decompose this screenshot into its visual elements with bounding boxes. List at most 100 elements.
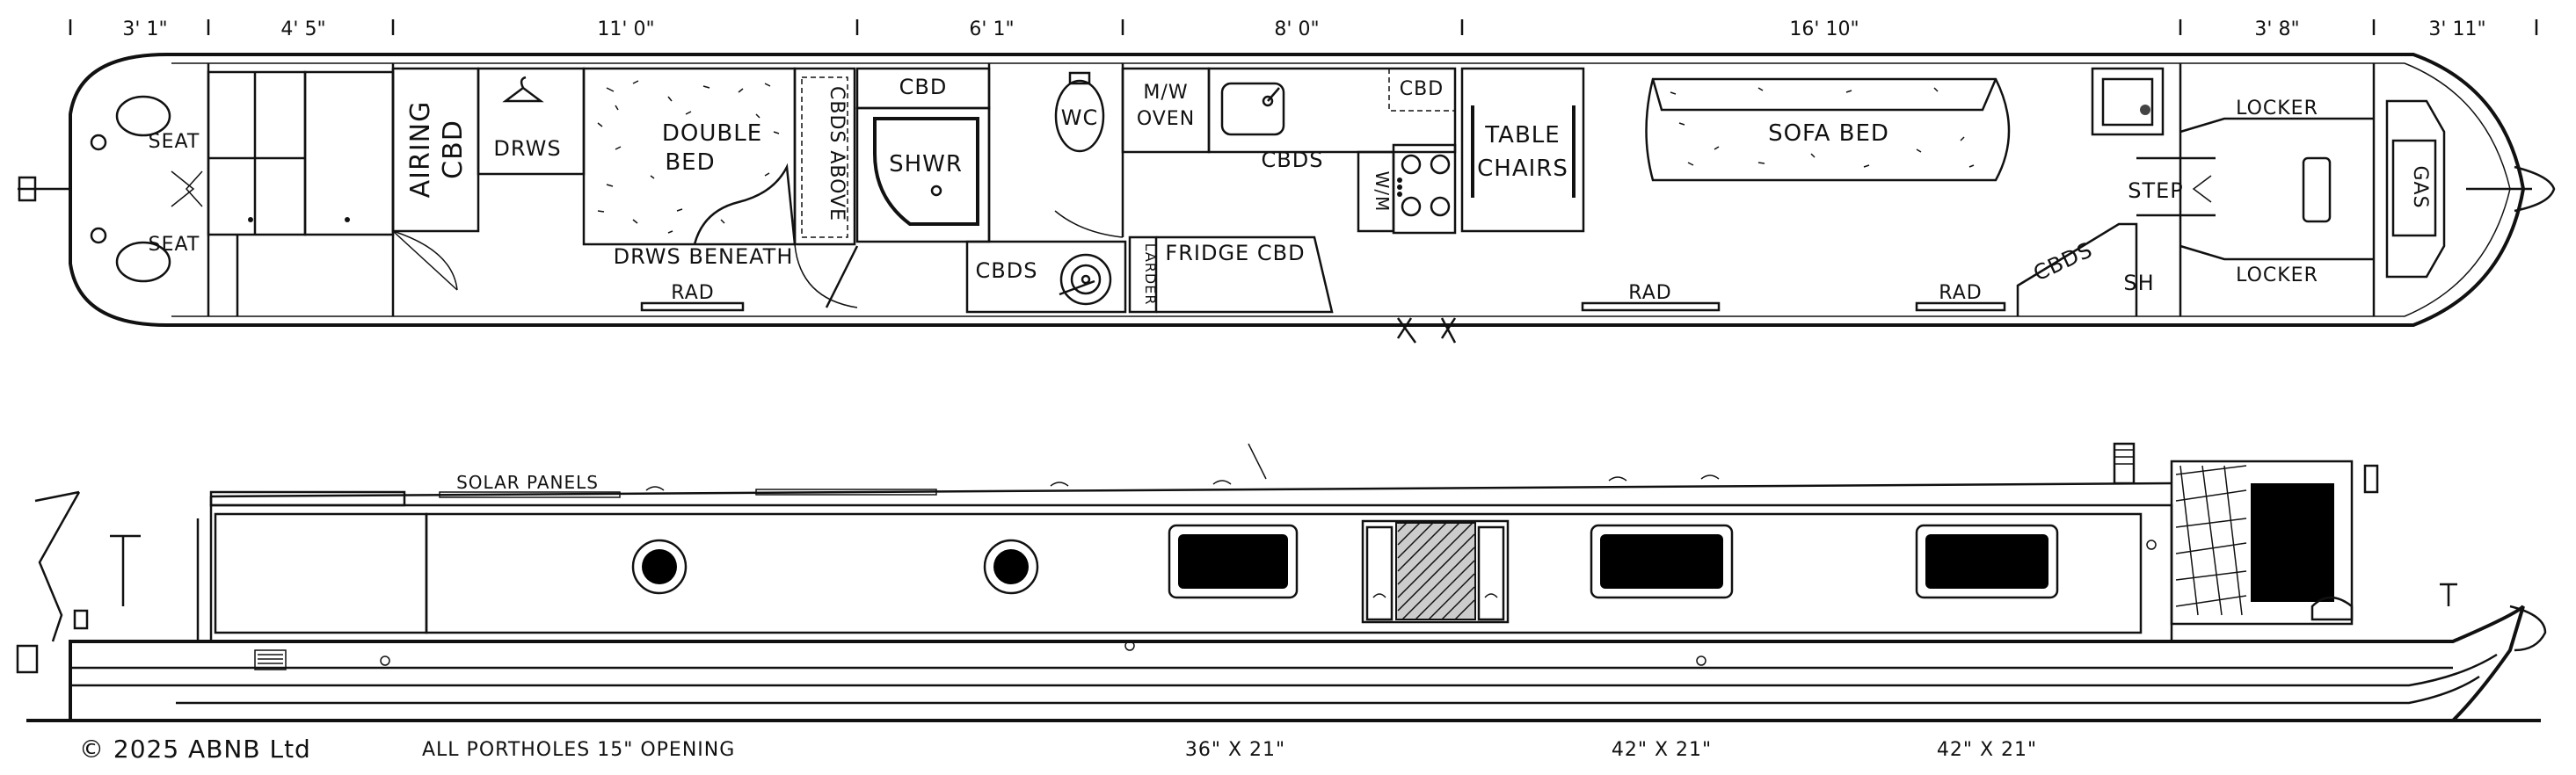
chairs-label: CHAIRS [1477,156,1568,182]
dimension-ticks [69,19,2538,35]
wm-label: W/M [1372,171,1393,213]
side-elevation: SOLAR PANELS [16,442,2547,722]
antenna [1248,443,1267,480]
porthole-2 [983,539,1039,595]
stern-mark-bottom [90,227,107,244]
cbds-lower-label: CBDS [976,258,1038,283]
plan-view: SEAT SEAT AIRING CBD DRWS DOUBLE BED [18,53,2556,344]
seat-top-cushion [115,95,171,137]
cbds-front-label: CBDS [2030,237,2097,286]
fridge-cbd [1156,235,1334,314]
sofa-bed-label: SOFA BED [1768,120,1889,147]
step-label: STEP [2128,178,2184,203]
window-2-size: 42" X 21" [1612,739,1712,761]
radiator-3-label: RAD [1939,282,1982,304]
front-door-opening [2251,483,2334,602]
solar-panels-label: SOLAR PANELS [456,472,599,493]
gas-locker [2385,99,2446,279]
stern-cabinet [207,70,307,236]
sofa-bed [1645,77,2011,182]
radiator-2 [1581,301,1721,312]
stern-doors [214,512,428,634]
seat-bottom-cushion [115,241,171,283]
locker-top-divider [2179,117,2374,134]
stern-mark-top [90,134,107,151]
hull-outline [69,53,2526,327]
radiator-2-label: RAD [1628,282,1671,304]
bow-fender-side [2509,605,2547,652]
fridge-cbd-label: FRIDGE CBD [1165,241,1305,265]
dimension-5: 8' 0" [1274,18,1319,40]
front-hatching [2175,465,2247,616]
tiller-side [38,491,81,642]
sink [1220,82,1285,136]
window-3-size: 42" X 21" [1937,739,2037,761]
portholes-note: ALL PORTHOLES 15" OPENING [422,739,735,761]
toilet [1054,79,1105,153]
window-3 [1915,524,2059,599]
gas-label: GAS [2409,165,2431,208]
bow-tank [2302,156,2332,223]
shwr-label: SHWR [889,151,963,177]
rudder-side [16,644,39,674]
locker-top-label: LOCKER [2236,98,2318,120]
locker-bottom-label: LOCKER [2236,264,2318,286]
hull-side [69,605,2525,722]
dimension-3: 11' 0" [597,18,654,40]
hob [1392,143,1457,235]
radiator-3 [1915,301,2006,312]
dimension-8: 3' 11" [2428,18,2485,40]
hanger-icon [502,76,544,103]
cbds-front [2016,222,2138,316]
wc-label: WC [1061,105,1099,130]
stove [2091,67,2165,136]
copyright: © 2025 ABNB Ltd [79,735,311,764]
shower-tray [873,117,979,226]
dimension-6: 16' 10" [1789,18,1859,40]
basin [1059,253,1112,306]
porthole-1 [631,539,688,595]
cbds-above-label: CBDS ABOVE [826,86,848,221]
bow-lamp [2363,464,2379,494]
bed-label: BED [665,149,715,176]
double-label: DOUBLE [662,120,762,147]
larder-label: LARDER [1142,243,1159,306]
side-doors [1396,317,1457,344]
window-1 [1168,524,1299,599]
rudder [18,176,37,202]
dimension-2: 4' 5" [280,18,325,40]
side-hatch [1361,519,1510,624]
dimension-4: 6' 1" [969,18,1014,40]
radiator-1-label: RAD [671,282,714,304]
airing-label: AIRING [405,101,436,199]
locker-bottom-divider [2179,244,2374,261]
drws-beneath-label: DRWS BENEATH [614,244,794,269]
side-door-left [1365,525,1394,621]
airing-cbd-label: CBD [438,120,469,179]
window-2 [1590,524,1734,599]
seat-bottom-label: SEAT [149,234,200,256]
table-label: TABLE [1484,122,1560,148]
sh-label: SH [2123,271,2154,295]
cbd-dashed [1388,68,1456,112]
front-cabin-end [2170,460,2354,626]
table-chairs [1460,67,1585,233]
window-1-size: 36" X 21" [1185,739,1285,761]
larder [1128,235,1158,314]
galley-cbd-label: CBD [1400,78,1444,100]
bow-fender [2514,165,2556,213]
dimension-7: 3' 8" [2254,18,2299,40]
shower-cbd-label: CBD [899,75,948,99]
oven-label: OVEN [1137,108,1195,130]
galley-cbds-label: CBDS [1262,148,1324,172]
radiator-1 [640,301,745,312]
drws-label: DRWS [493,136,561,161]
bed-corner-fold [693,163,797,245]
vent-grille [254,649,287,670]
dimension-1: 3' 1" [122,18,167,40]
cabin-panel [425,512,2143,634]
cbds-lower [965,240,1127,314]
side-door-right [1477,525,1505,621]
seat-top-label: SEAT [149,131,200,153]
